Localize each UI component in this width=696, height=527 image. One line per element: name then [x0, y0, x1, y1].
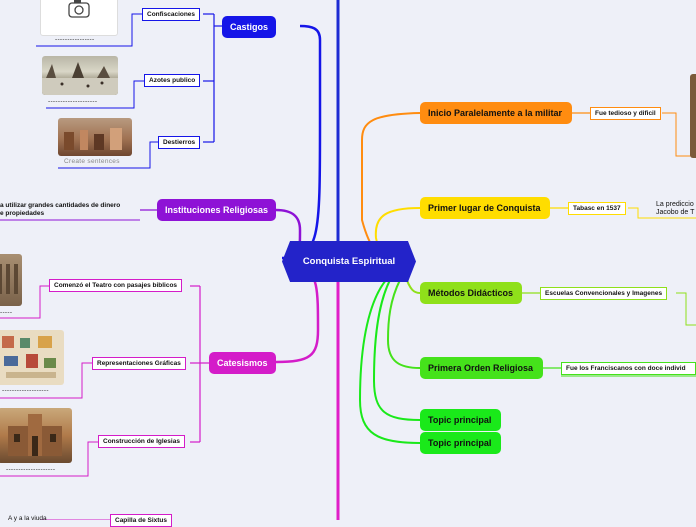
- subtopic-confiscaciones[interactable]: Confiscaciones: [142, 8, 201, 21]
- crowd-scene-illustration: [64, 128, 122, 150]
- subtopic-destierros-label: Destierros: [163, 139, 196, 146]
- caption-azotes: --------------------: [48, 98, 98, 105]
- subtopic-capilla[interactable]: Capilla de Sixtus: [110, 514, 173, 527]
- topic-catesismos-label: Catesismos: [217, 358, 268, 368]
- central-topic-label: Conquista Espiritual: [302, 256, 396, 267]
- subtopic-tabasc[interactable]: Tabasc en 1537: [568, 202, 626, 215]
- subtopic-franciscanos-label: Fue los Franciscanos con doce individ: [566, 365, 686, 372]
- topic-primer-lugar-label: Primer lugar de Conquista: [428, 203, 541, 213]
- topic-catesismos[interactable]: Catesismos: [209, 352, 276, 374]
- subtopic-construccion-label: Construcción de Iglesias: [103, 438, 180, 445]
- primer-lugar-note: La prediccio Jacobo de T: [656, 201, 694, 217]
- subtopic-confiscaciones-label: Confiscaciones: [147, 11, 196, 18]
- codex-illustration: [2, 336, 56, 378]
- subtopic-franciscanos[interactable]: Fue los Franciscanos con doce individ: [561, 362, 696, 375]
- topic-inicio-label: Inicio Paralelamente a la militar: [428, 108, 563, 118]
- subtopic-escuelas[interactable]: Escuelas Convencionales y Imagenes: [540, 287, 668, 300]
- instituciones-detail[interactable]: a utilizar grandes cantidades de dinero …: [0, 202, 120, 218]
- subtopic-fue-tedioso[interactable]: Fue tedioso y dificil: [590, 107, 661, 120]
- caption-destierros: Create sentences: [64, 158, 120, 165]
- instituciones-detail-line2: e propiedades: [0, 210, 45, 217]
- topic-instituciones-religiosas[interactable]: Instituciones Religiosas: [157, 199, 276, 221]
- teatro-image: [0, 254, 22, 306]
- subtopic-azotes-label: Azotes publico: [149, 77, 196, 84]
- subtopic-tabasc-label: Tabasc en 1537: [573, 205, 621, 212]
- caption-confiscaciones: ----------------: [55, 36, 95, 43]
- subtopic-fue-tedioso-label: Fue tedioso y dificil: [595, 110, 656, 117]
- topic-principal-1[interactable]: Topic principal: [420, 409, 501, 431]
- subtopic-teatro-label: Comenzó el Teatro con pasajes biblicos: [54, 282, 178, 289]
- primer-lugar-note-line2: Jacobo de T: [656, 209, 695, 216]
- caption-construccion: --------------------: [6, 466, 56, 473]
- caption-representaciones: -------------------: [2, 387, 49, 394]
- azotes-painting-image: [42, 56, 118, 95]
- subtopic-escuelas-label: Escuelas Convencionales y Imagenes: [545, 290, 663, 297]
- subtopic-construccion-iglesias[interactable]: Construcción de Iglesias: [98, 435, 185, 448]
- topic-inicio-paralelamente[interactable]: Inicio Paralelamente a la militar: [420, 102, 572, 124]
- topic-castigos[interactable]: Castigos: [222, 16, 276, 38]
- central-topic[interactable]: Conquista Espiritual: [282, 241, 416, 282]
- topic-primera-orden-label: Primera Orden Religiosa: [428, 363, 534, 373]
- topic-instituciones-label: Instituciones Religiosas: [165, 205, 269, 215]
- iglesia-image: [0, 408, 72, 463]
- primer-lugar-note-line1: La prediccio: [656, 201, 694, 208]
- building-illustration: [0, 264, 18, 294]
- inicio-image-partial: [690, 74, 696, 158]
- topic-principal-2-label: Topic principal: [428, 438, 492, 448]
- topic-metodos-label: Métodos Didácticos: [428, 288, 514, 298]
- camera-icon: [68, 0, 90, 18]
- topic-castigos-label: Castigos: [230, 22, 269, 32]
- topic-principal-1-label: Topic principal: [428, 415, 492, 425]
- subtopic-representaciones-label: Representaciones Gráficas: [97, 360, 181, 367]
- subtopic-teatro[interactable]: Comenzó el Teatro con pasajes biblicos: [49, 279, 183, 292]
- bottom-partial-text: A y a la viuda: [8, 515, 47, 522]
- topic-metodos-didacticos[interactable]: Métodos Didácticos: [420, 282, 522, 304]
- topic-primera-orden[interactable]: Primera Orden Religiosa: [420, 357, 543, 379]
- winter-scene-illustration: [42, 62, 118, 95]
- topic-primer-lugar[interactable]: Primer lugar de Conquista: [420, 197, 550, 219]
- subtopic-capilla-label: Capilla de Sixtus: [115, 517, 168, 524]
- subtopic-azotes-publico[interactable]: Azotes publico: [144, 74, 201, 87]
- codex-image: [0, 330, 64, 385]
- subtopic-destierros[interactable]: Destierros: [158, 136, 201, 149]
- church-illustration: [8, 414, 62, 456]
- topic-principal-2[interactable]: Topic principal: [420, 432, 501, 454]
- destierros-painting-image: [58, 118, 132, 156]
- caption-teatro: -----: [0, 309, 13, 316]
- camera-placeholder-image[interactable]: [40, 0, 118, 36]
- subtopic-representaciones-graficas[interactable]: Representaciones Gráficas: [92, 357, 186, 370]
- instituciones-detail-line1: a utilizar grandes cantidades de dinero: [0, 202, 121, 209]
